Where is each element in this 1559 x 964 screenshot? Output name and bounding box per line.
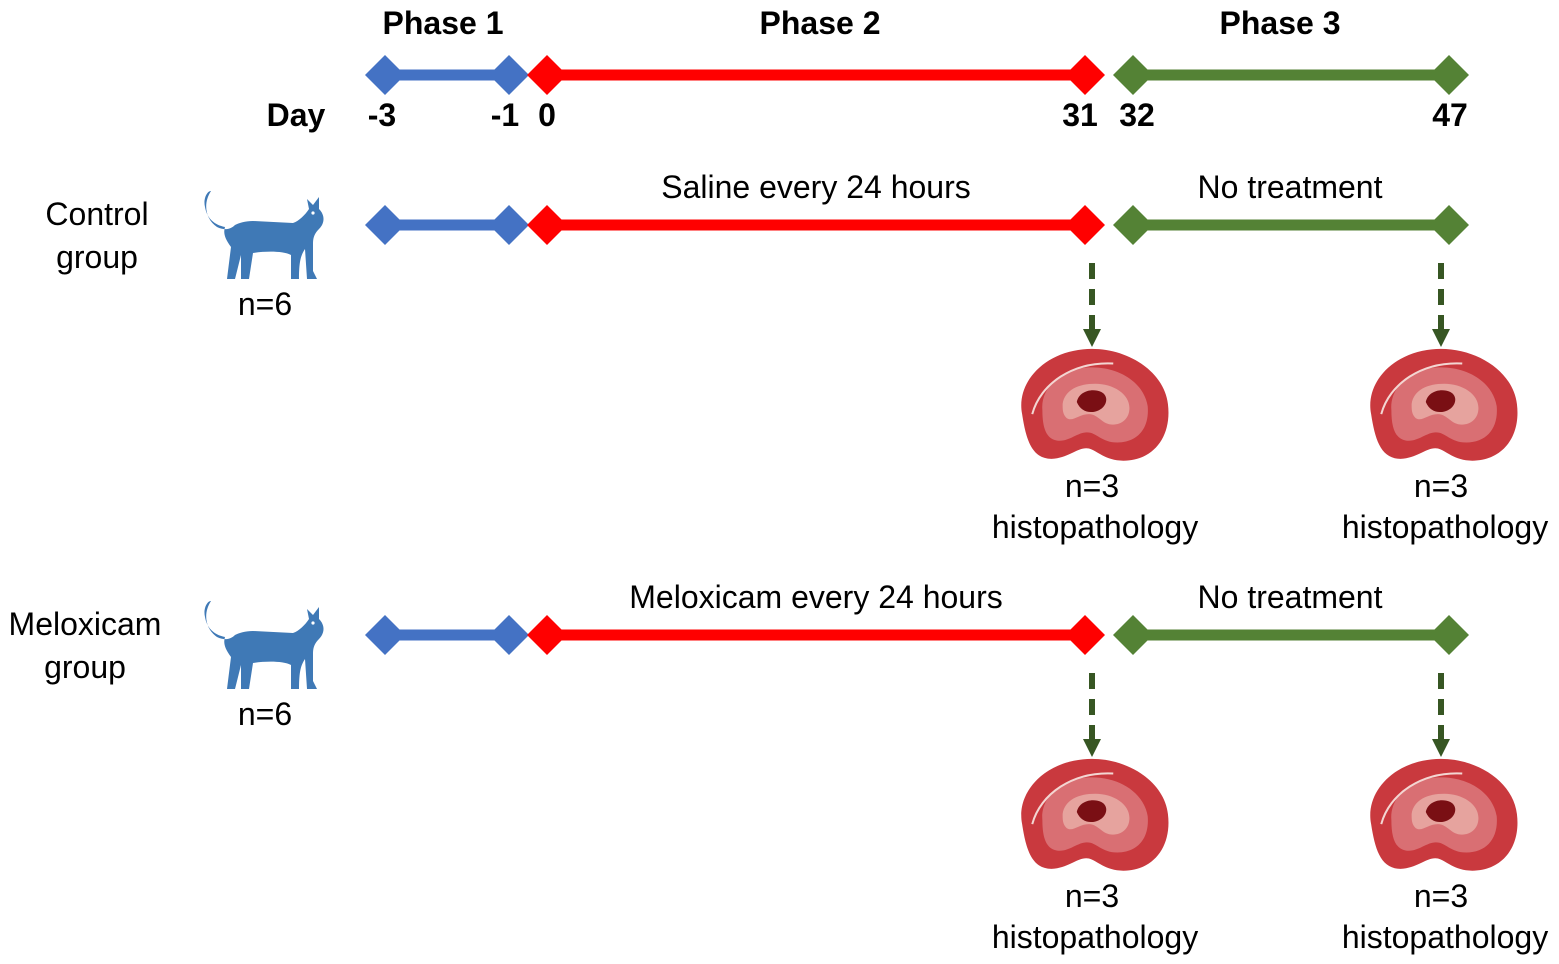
control-group-phase1-segment-start-marker bbox=[365, 205, 405, 245]
meloxicam-group-phase3-segment-end-marker bbox=[1429, 615, 1469, 655]
phase-2-label: Phase 2 bbox=[760, 5, 881, 41]
control-group-phase3-treatment: No treatment bbox=[1198, 169, 1383, 205]
control-group-phase2-treatment: Saline every 24 hours bbox=[661, 169, 971, 205]
meloxicam-group-phase3-segment-start-marker bbox=[1113, 615, 1153, 655]
cat-icon bbox=[204, 601, 324, 689]
meloxicam-group-sampling-arrow bbox=[1432, 673, 1450, 757]
meloxicam-group-phase2-treatment: Meloxicam every 24 hours bbox=[629, 579, 1002, 615]
day-label: Day bbox=[267, 97, 326, 133]
header-phase1-segment-end-marker bbox=[489, 55, 529, 95]
control-group-phase1-segment-end-marker bbox=[489, 205, 529, 245]
phase-1-label: Phase 1 bbox=[383, 5, 504, 41]
day-tick-label: -3 bbox=[368, 97, 396, 133]
meloxicam-group-phase1-segment-start-marker bbox=[365, 615, 405, 655]
header-phase2-segment-end-marker bbox=[1065, 55, 1105, 95]
control-group-sample-count: n=3 bbox=[1414, 468, 1468, 504]
kidney-section-icon bbox=[1369, 757, 1519, 872]
control-group-phase3-segment-start-marker bbox=[1113, 205, 1153, 245]
control-group-count: n=6 bbox=[238, 286, 292, 322]
control-group-name-line1: Control bbox=[45, 196, 148, 232]
header-phase3-segment-end-marker bbox=[1429, 55, 1469, 95]
meloxicam-group-sampling-arrow bbox=[1083, 673, 1101, 757]
meloxicam-group-sample-count: n=3 bbox=[1065, 878, 1119, 914]
meloxicam-group-sample-count: n=3 bbox=[1414, 878, 1468, 914]
header-phase2-segment-start-marker bbox=[527, 55, 567, 95]
meloxicam-group-phase2-segment-end-marker bbox=[1065, 615, 1105, 655]
meloxicam-group-sample-label: histopathology bbox=[992, 919, 1198, 955]
control-group-phase2-segment-end-marker bbox=[1065, 205, 1105, 245]
control-group-phase3-segment-end-marker bbox=[1429, 205, 1469, 245]
control-group-sampling-arrow bbox=[1083, 263, 1101, 347]
control-group-sample-count: n=3 bbox=[1065, 468, 1119, 504]
header-phase1-segment-start-marker bbox=[365, 55, 405, 95]
cat-icon bbox=[204, 191, 324, 279]
header-phase3-segment-start-marker bbox=[1113, 55, 1153, 95]
day-tick-label: 31 bbox=[1062, 97, 1098, 133]
control-group-sample-label: histopathology bbox=[1342, 509, 1548, 545]
control-group-sampling-arrow bbox=[1432, 263, 1450, 347]
control-group-sample-label: histopathology bbox=[992, 509, 1198, 545]
meloxicam-group-phase1-segment-end-marker bbox=[489, 615, 529, 655]
phase-3-label: Phase 3 bbox=[1220, 5, 1341, 41]
meloxicam-group-name-line2: group bbox=[44, 649, 126, 685]
kidney-section-icon bbox=[1020, 757, 1170, 872]
meloxicam-group-count: n=6 bbox=[238, 696, 292, 732]
meloxicam-group-name-line1: Meloxicam bbox=[9, 606, 162, 642]
meloxicam-group-sample-label: histopathology bbox=[1342, 919, 1548, 955]
day-tick-label: 47 bbox=[1432, 97, 1468, 133]
day-tick-label: -1 bbox=[491, 97, 519, 133]
meloxicam-group-phase2-segment-start-marker bbox=[527, 615, 567, 655]
day-tick-label: 0 bbox=[538, 97, 556, 133]
control-group-name-line2: group bbox=[56, 239, 138, 275]
control-group-phase2-segment-start-marker bbox=[527, 205, 567, 245]
kidney-section-icon bbox=[1369, 347, 1519, 462]
kidney-section-icon bbox=[1020, 347, 1170, 462]
meloxicam-group-phase3-treatment: No treatment bbox=[1198, 579, 1383, 615]
day-tick-label: 32 bbox=[1119, 97, 1155, 133]
